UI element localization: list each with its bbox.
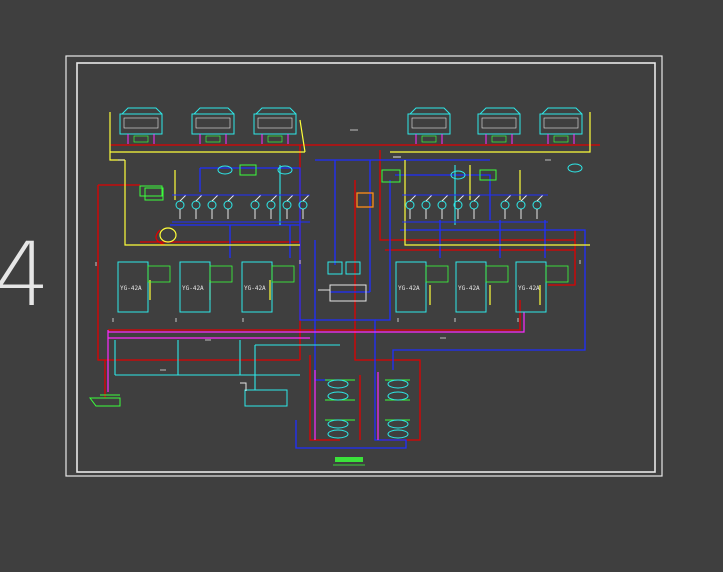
top-unit-2 [191, 107, 235, 144]
annotation-marks [95, 129, 581, 371]
left-pump-group [144, 164, 310, 223]
top-equipment-row [119, 107, 583, 144]
right-pump-group [356, 156, 583, 223]
chiller-2: YG-42A [179, 261, 233, 313]
chiller-2-label: YG-42A [182, 285, 204, 292]
top-unit-1 [119, 107, 163, 144]
manifold-right [387, 379, 409, 439]
outer-sheet-border [65, 55, 663, 477]
chiller-4-label: YG-42A [398, 285, 420, 292]
top-unit-3 [253, 107, 297, 144]
tank [244, 389, 288, 407]
chiller-units: YG-42A YG-42A YG-42A YG-42A YG-42A YG-42… [117, 261, 569, 313]
chiller-6-label: YG-42A [518, 285, 540, 292]
chiller-6: YG-42A [515, 261, 569, 313]
yellow-pipes [109, 112, 591, 305]
chiller-1: YG-42A [117, 261, 171, 313]
manifold-left [327, 379, 349, 439]
chiller-4: YG-42A [395, 261, 449, 313]
chiller-3-label: YG-42A [244, 285, 266, 292]
top-unit-4 [407, 107, 451, 144]
chiller-3: YG-42A [241, 261, 295, 313]
top-unit-5 [477, 107, 521, 144]
chiller-1-label: YG-42A [120, 285, 142, 292]
red-supply-pipes [97, 144, 600, 441]
center-control-boxes [139, 185, 367, 302]
chiller-5-label: YG-42A [458, 285, 480, 292]
lower-distribution [89, 379, 409, 439]
cyan-pipes [114, 165, 456, 390]
side-marker-digit: 4 [0, 223, 50, 326]
top-unit-6 [539, 107, 583, 144]
chiller-5: YG-42A [455, 261, 509, 313]
inner-sheet-border [76, 62, 656, 473]
magenta-pipes [107, 312, 525, 440]
drawing-title-stamp [333, 457, 365, 466]
